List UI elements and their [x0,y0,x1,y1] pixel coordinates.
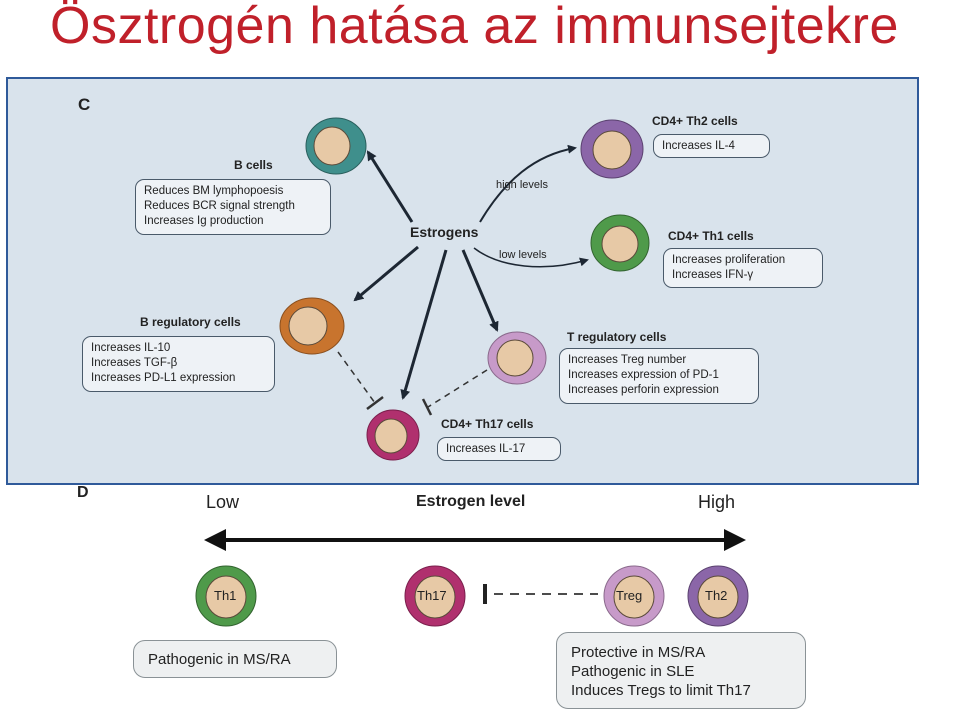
b-reg-effect-1: Increases IL-10 [91,342,171,354]
d-th17-cell-icon [404,565,466,627]
treg-inhibit-bar [421,398,433,416]
pathogenic-ms-ra-box: Pathogenic in MS/RA [133,640,337,678]
right-box-line-1: Protective in MS/RA [571,644,706,661]
arrow-to-th1 [473,247,589,268]
treg-effect-2: Increases expression of PD-1 [568,369,719,381]
th2-title: CD4+ Th2 cells [652,114,738,128]
arrow-to-th2 [479,144,577,223]
treg-th2-effects-box: Protective in MS/RA Pathogenic in SLE In… [556,632,806,709]
b-cells-effect-1: Reduces BM lymphopoesis [144,185,284,197]
treg-effect-3: Increases perforin expression [568,384,719,396]
d-th2-label: Th2 [705,588,728,603]
b-reg-effects-box: Increases IL-10 Increases TGF-β Increase… [82,336,275,392]
th1-title: CD4+ Th1 cells [668,229,754,243]
th1-effects-box: Increases proliferation Increases IFN-γ [663,248,823,288]
d-th17-label: Th17 [417,588,447,603]
panel-c-letter: C [78,95,91,114]
b-cell-icon [305,117,367,175]
treg-effects-box: Increases Treg number Increases expressi… [559,348,759,404]
breg-inhibits-th17 [337,351,376,404]
d-th1-cell-icon [195,565,257,627]
high-levels-label: high levels [496,179,548,191]
d-th1-label: Th1 [214,588,237,603]
th17-effect-1: Increases IL-17 [446,443,526,455]
treg-title: T regulatory cells [567,330,667,344]
arrow-to-b-reg [353,245,419,302]
b-reg-title: B regulatory cells [140,315,241,329]
left-box-line-1: Pathogenic in MS/RA [148,651,291,668]
th17-title: CD4+ Th17 cells [441,417,534,431]
panel-d-letter: D [77,484,89,501]
right-box-line-3: Induces Tregs to limit Th17 [571,682,751,699]
b-cells-effects-box: Reduces BM lymphopoesis Reduces BCR sign… [135,179,331,235]
axis-right-arrowhead [724,529,746,551]
b-cells-effect-3: Increases Ig production [144,215,264,227]
th17-effects-box: Increases IL-17 [437,437,561,461]
th2-effects-box: Increases IL-4 [653,134,770,158]
estrogen-level-label: Estrogen level [416,493,526,510]
axis-left-arrowhead [204,529,226,551]
low-levels-label: low levels [499,249,547,261]
treg-cell-icon [487,331,547,385]
b-reg-cell-icon [279,297,345,355]
estrogens-label: Estrogens [410,224,479,240]
treg-inhibits-th17 [427,369,488,408]
breg-inhibit-bar [366,396,384,410]
b-cells-effect-2: Reduces BCR signal strength [144,200,295,212]
b-reg-effect-2: Increases TGF-β [91,357,178,369]
th2-effect-1: Increases IL-4 [662,140,735,152]
th1-cell-icon [590,214,650,272]
d-treg-label: Treg [616,588,643,603]
arrow-to-treg [461,249,499,332]
th17-cell-icon [366,409,420,461]
b-cells-title: B cells [234,158,273,172]
right-box-line-2: Pathogenic in SLE [571,663,695,680]
slide-title: Ösztrogén hatása az immunsejtekre [50,0,899,55]
th1-effect-1: Increases proliferation [672,254,786,266]
high-label: High [698,492,736,512]
treg-effect-1: Increases Treg number [568,354,687,366]
d-treg-cell-icon [603,565,665,627]
arrow-to-th17 [400,249,448,400]
b-reg-effect-3: Increases PD-L1 expression [91,372,236,384]
low-label: Low [206,492,240,512]
th2-cell-icon [580,119,644,179]
arrow-to-b-cells [366,150,414,223]
th1-effect-2: Increases IFN-γ [672,269,754,281]
d-th2-cell-icon [687,565,749,627]
